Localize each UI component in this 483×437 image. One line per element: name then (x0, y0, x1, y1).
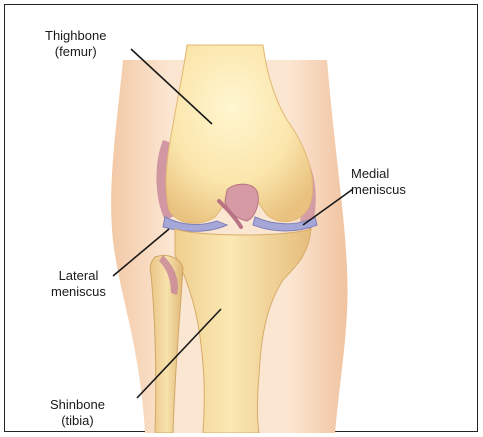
diagram-frame: Thighbone (femur) Medial meniscus Latera… (4, 4, 478, 432)
lateral-meniscus-label: Lateral meniscus (51, 268, 106, 300)
shinbone-label: Shinbone (tibia) (50, 397, 105, 429)
shinbone-label-line2: (tibia) (50, 413, 105, 429)
thighbone-label-line1: Thighbone (45, 28, 106, 44)
lateral-meniscus-label-line2: meniscus (51, 284, 106, 300)
thighbone-label: Thighbone (femur) (45, 28, 106, 60)
medial-meniscus-label-line2: meniscus (351, 182, 406, 198)
thighbone-label-line2: (femur) (45, 44, 106, 60)
knee-anatomy-illustration (5, 5, 479, 433)
medial-meniscus-label-line1: Medial (351, 166, 406, 182)
lateral-meniscus-label-line1: Lateral (51, 268, 106, 284)
shinbone-label-line1: Shinbone (50, 397, 105, 413)
medial-meniscus-label: Medial meniscus (351, 166, 406, 198)
